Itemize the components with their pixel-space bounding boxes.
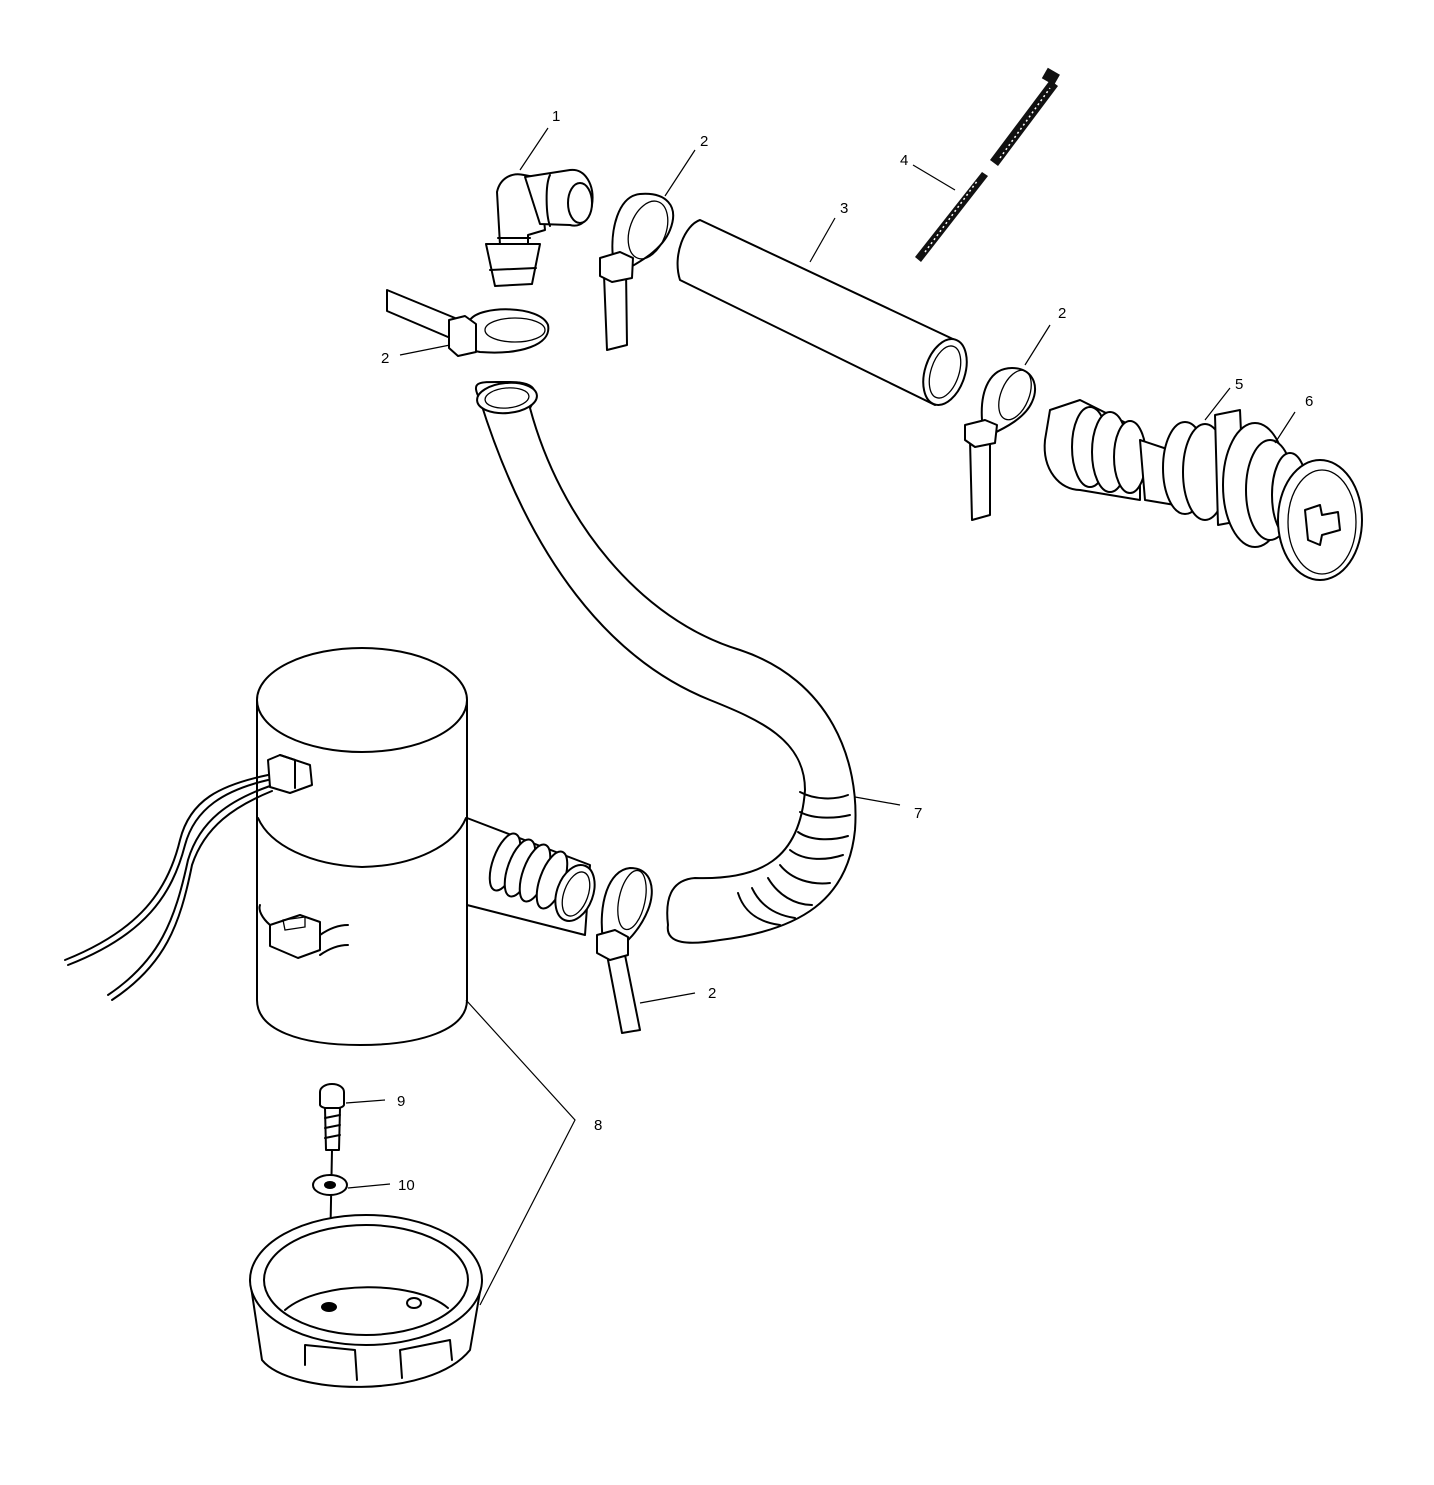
callout-4: 4: [900, 152, 909, 169]
thru-hull-fitting-part: [1043, 399, 1363, 581]
callout-1: 1: [552, 108, 561, 125]
leader-lines: [345, 127, 1296, 1306]
cable-tie-right-part: [964, 367, 1037, 521]
callout-8: 8: [594, 1117, 603, 1134]
callout-3: 3: [840, 200, 849, 217]
callout-9: 9: [397, 1093, 406, 1110]
callout-6: 6: [1305, 393, 1314, 410]
callout-5: 5: [1235, 376, 1244, 393]
strap-part: [915, 67, 1060, 262]
callout-10: 10: [398, 1177, 415, 1194]
pump-strainer-base-part: [249, 1214, 483, 1388]
callout-7: 7: [914, 805, 923, 822]
cable-tie-upper-left-part: [386, 289, 550, 357]
curved-bilge-hose-part: [474, 380, 857, 944]
callout-2-lower: 2: [708, 985, 717, 1002]
elbow-fitting-part: [485, 168, 594, 287]
bilge-pump-part: [64, 647, 596, 1046]
callout-2-upper: 2: [700, 133, 709, 150]
callout-2-upper-left: 2: [381, 350, 390, 367]
cable-tie-upper-part: [599, 192, 675, 351]
washer-part: [312, 1174, 348, 1196]
callout-2-right: 2: [1058, 305, 1067, 322]
cable-tie-lower-part: [596, 867, 653, 1034]
straight-hose-part: [676, 219, 968, 406]
